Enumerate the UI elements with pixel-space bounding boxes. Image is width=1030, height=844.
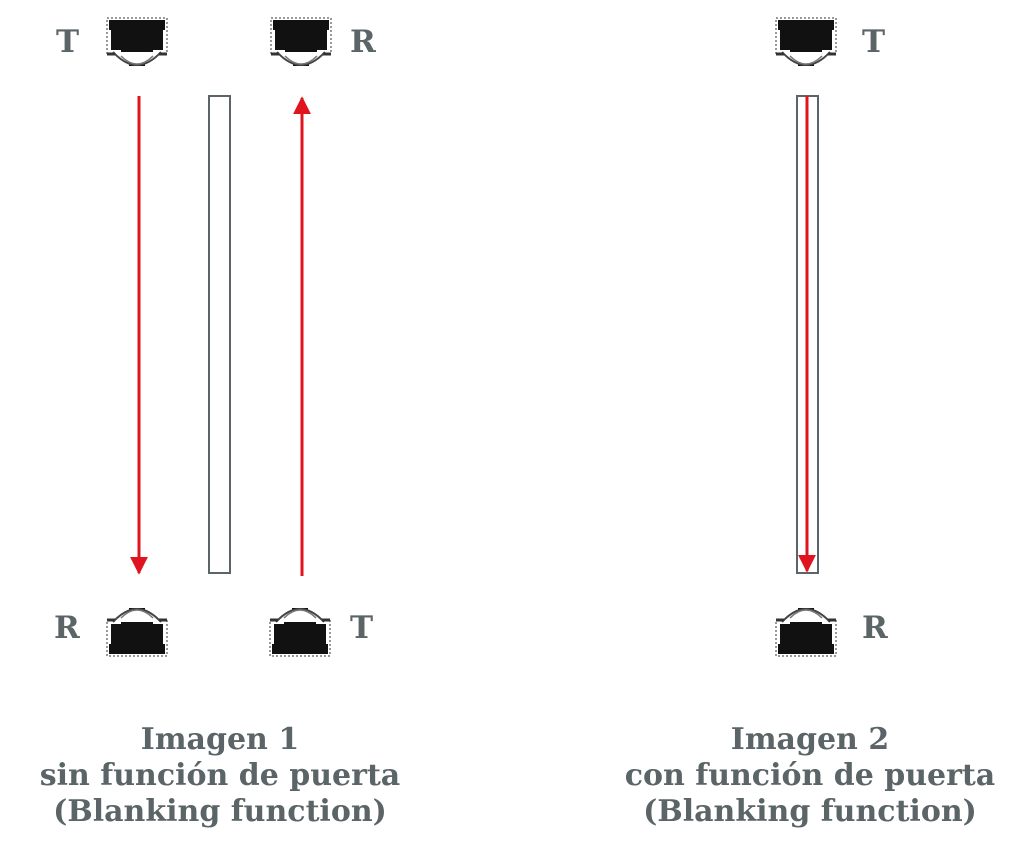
diagram-2: T R (774, 16, 888, 658)
glass-panel-icon (208, 95, 231, 574)
transmitter-label: T (56, 24, 79, 60)
caption-line: (Blanking function) (643, 794, 977, 829)
sensor-transmitter-icon (268, 606, 332, 658)
sensor-transmitter-icon (105, 16, 169, 68)
receiver-label: R (350, 24, 376, 60)
receiver-label: R (862, 610, 888, 646)
caption-line: (Blanking function) (53, 794, 387, 829)
diagram-1: T R R T (54, 16, 376, 658)
sensor-transmitter-icon (774, 16, 838, 68)
sensor-receiver-icon (105, 606, 169, 658)
sensor-receiver-icon (269, 16, 333, 68)
sensor-receiver-icon (774, 606, 838, 658)
caption-title: Imagen 2 (730, 722, 890, 757)
diagram-1-caption: Imagen 1 sin función de puerta (Blanking… (0, 722, 440, 830)
transmitter-label: T (862, 24, 885, 60)
transmitter-label: T (350, 610, 373, 646)
caption-line: sin función de puerta (39, 758, 401, 793)
receiver-label: R (54, 610, 80, 646)
caption-line: con función de puerta (624, 758, 996, 793)
caption-title: Imagen 1 (140, 722, 300, 757)
diagram-2-caption: Imagen 2 con función de puerta (Blanking… (590, 722, 1030, 830)
